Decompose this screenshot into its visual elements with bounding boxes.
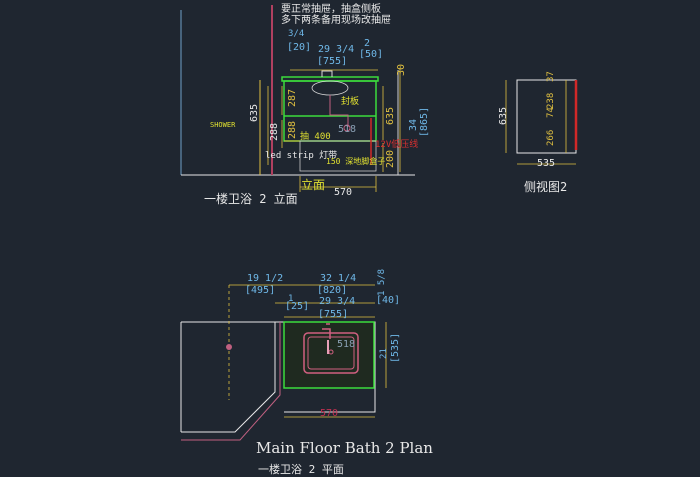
toe-kick-box <box>299 140 377 172</box>
plan-sink-inner <box>307 336 355 370</box>
dim-200: 200 <box>385 150 396 168</box>
dim-top-29: 29 3/4 <box>318 44 354 55</box>
dim-570: 570 <box>334 187 352 198</box>
faucet <box>321 70 333 77</box>
plan-dim-820: [820] <box>317 285 347 296</box>
dim-865: [865] <box>419 107 430 137</box>
plan-dim-755: [755] <box>318 309 348 320</box>
plan-angled-wall-inner <box>181 322 276 433</box>
side-dim-74: 74 <box>546 107 556 118</box>
side-view-title: 侧视图2 <box>524 179 567 194</box>
dim-635r: 635 <box>385 107 396 125</box>
plan-view: 19 1/2 [495] 32 1/4 [820] 1 [25] 29 3/4 … <box>180 269 433 476</box>
side-dim-238: 238 <box>546 93 556 109</box>
side-dim-635: 635 <box>498 107 509 125</box>
drain-pipe <box>329 95 349 127</box>
plan-faucet <box>322 323 331 339</box>
plan-dim-32: 32 1/4 <box>320 273 356 284</box>
toe-label: 150 深地脚盒子 <box>326 156 385 166</box>
plan-dim-1: 1 <box>288 294 293 304</box>
dim-top-755: [755] <box>317 56 347 67</box>
side-view: 635 37 238 74 266 535 侧视图2 <box>498 71 578 194</box>
plan-dim-29: 29 3/4 <box>319 296 355 307</box>
plan-dim-518: 518 <box>337 339 355 350</box>
dim-34: 34 <box>408 119 419 131</box>
note-line-1: 要正常抽屉，抽盒侧板 <box>281 2 381 15</box>
panel-label: 封板 <box>341 95 359 107</box>
plan-room-outline <box>181 321 376 413</box>
dim-top-2: 2 <box>364 38 370 49</box>
plan-title-cn: 一楼卫浴 2 平面 <box>258 462 344 476</box>
shower-drain <box>226 344 232 350</box>
plan-dim-19: 19 1/2 <box>247 273 283 284</box>
led-label: led strip 灯带 <box>265 150 337 161</box>
dim-30: 30 <box>396 64 407 76</box>
plan-sink-outer <box>303 332 359 374</box>
dim-518: 518 <box>338 124 356 135</box>
dim-top-20: [20] <box>287 42 311 53</box>
plan-angled-wall-red <box>181 322 281 441</box>
elevation-title: 一楼卫浴 2 立面 <box>204 191 298 206</box>
plan-dim-535: [535] <box>390 333 401 363</box>
side-dim-266: 266 <box>546 130 556 146</box>
side-dim-535: 535 <box>537 158 555 169</box>
dim-288b: 288 <box>287 121 298 139</box>
plan-dim-21: 21 <box>379 348 389 359</box>
plan-dim-570: 570 <box>320 408 338 419</box>
dim-635: 635 <box>249 104 260 122</box>
plan-dim-25: [25] <box>285 301 309 312</box>
plan-dim-40: [40] <box>376 295 400 306</box>
elevation-subtitle: 立面 <box>301 177 325 192</box>
sink-bowl <box>311 80 349 96</box>
plan-vanity <box>283 321 375 389</box>
side-dim-37: 37 <box>546 71 556 82</box>
dim-top-50: [50] <box>359 49 383 60</box>
dim-top-frac: 3/4 <box>288 29 304 39</box>
wire-label: 12V低压线 <box>375 138 418 150</box>
plan-dim-495: [495] <box>245 285 275 296</box>
dim-288a: 288 <box>269 123 280 141</box>
plan-dim-1-58: 1 5/8 <box>377 269 387 296</box>
shower-label: SHOWER <box>210 121 236 129</box>
elevation-view: 要正常抽屉，抽盒侧板 多下两条备用现场改抽屉 3/4 [20] 29 3/4 [… <box>180 2 430 206</box>
drain-fitting <box>343 124 351 132</box>
dim-287: 287 <box>287 89 298 107</box>
note-line-2: 多下两条备用现场改抽屉 <box>281 13 391 26</box>
drawer-label: 抽 400 <box>300 130 331 142</box>
plan-title-en: Main Floor Bath 2 Plan <box>256 439 433 457</box>
